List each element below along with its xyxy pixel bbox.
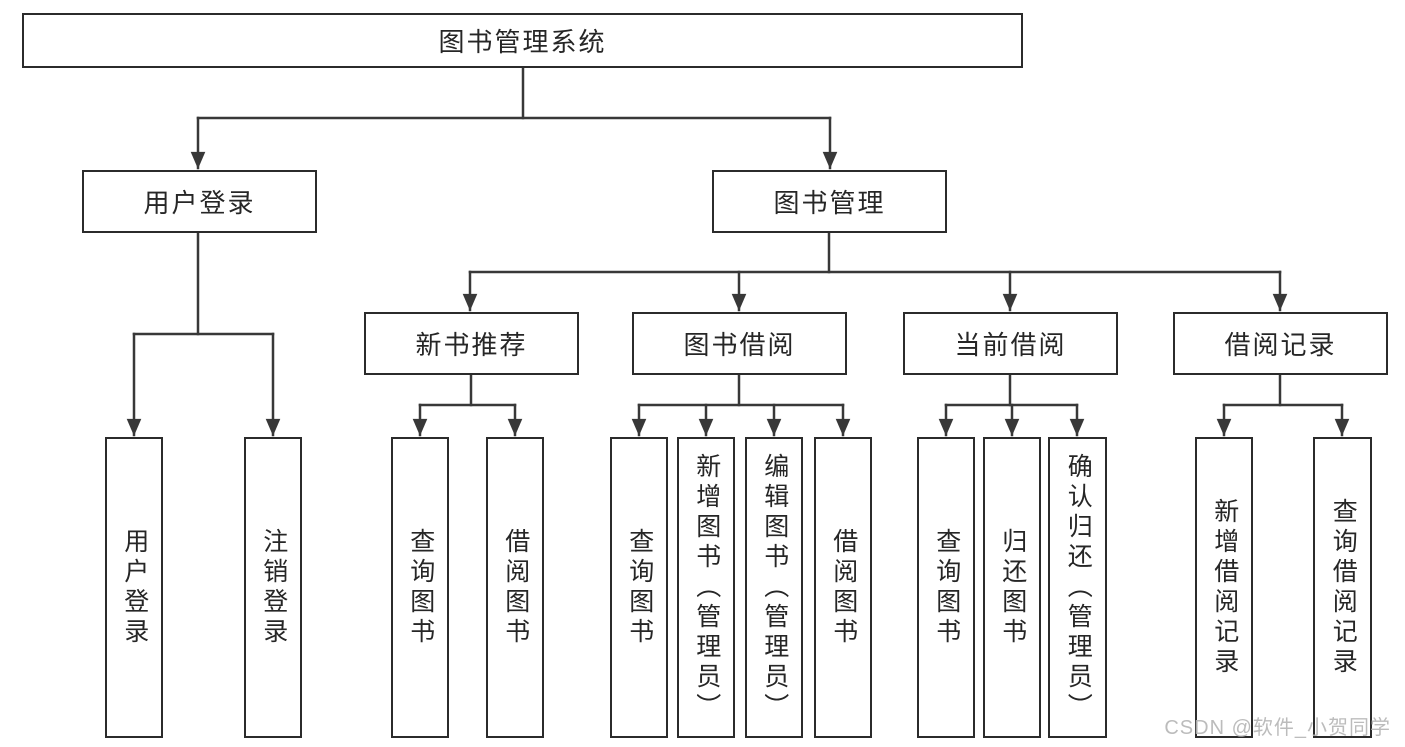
node-label: 借阅记录 xyxy=(1224,330,1337,360)
node-label: 新增图书（管理员） xyxy=(692,452,721,723)
node-label: 借阅图书 xyxy=(829,527,858,648)
node-label: 查询图书 xyxy=(406,527,435,648)
node-add-borrow-record: 新增借阅记录 xyxy=(1195,437,1253,738)
node-label: 查询图书 xyxy=(932,527,961,648)
node-label: 编辑图书（管理员） xyxy=(760,452,789,723)
node-query-borrow-record: 查询借阅记录 xyxy=(1313,437,1372,738)
node-label: 新书推荐 xyxy=(415,330,528,360)
node-label: 确认归还（管理员） xyxy=(1064,452,1093,723)
node-user-login-leaf: 用户登录 xyxy=(105,437,163,738)
node-logout-leaf: 注销登录 xyxy=(244,437,302,738)
node-borrowing-records: 借阅记录 xyxy=(1173,312,1388,375)
node-library-management-system: 图书管理系统 xyxy=(22,13,1023,68)
node-confirm-return-admin: 确认归还（管理员） xyxy=(1048,437,1107,738)
node-query-books-current: 查询图书 xyxy=(917,437,975,738)
node-label: 借阅图书 xyxy=(501,527,530,648)
node-label: 用户登录 xyxy=(143,188,256,218)
node-label: 查询借阅记录 xyxy=(1329,497,1358,678)
node-return-books: 归还图书 xyxy=(983,437,1041,738)
node-add-books-admin: 新增图书（管理员） xyxy=(677,437,735,738)
node-book-management: 图书管理 xyxy=(712,170,947,233)
node-label: 图书借阅 xyxy=(683,330,796,360)
node-label: 图书管理系统 xyxy=(438,27,607,57)
node-current-borrowing: 当前借阅 xyxy=(903,312,1118,375)
node-book-borrowing: 图书借阅 xyxy=(632,312,847,375)
node-borrow-books-borrowing: 借阅图书 xyxy=(814,437,872,738)
node-label: 当前借阅 xyxy=(954,330,1067,360)
csdn-watermark: CSDN @软件_小贺同学 xyxy=(1164,717,1391,739)
node-label: 查询图书 xyxy=(625,527,654,648)
node-label: 归还图书 xyxy=(998,527,1027,648)
node-user-login: 用户登录 xyxy=(82,170,317,233)
node-label: 图书管理 xyxy=(773,188,886,218)
node-label: 新增借阅记录 xyxy=(1210,497,1239,678)
node-new-book-recommendation: 新书推荐 xyxy=(364,312,579,375)
node-query-books-recommend: 查询图书 xyxy=(391,437,449,738)
node-borrow-books-recommend: 借阅图书 xyxy=(486,437,544,738)
node-edit-books-admin: 编辑图书（管理员） xyxy=(745,437,803,738)
node-label: 注销登录 xyxy=(259,527,288,648)
node-label: 用户登录 xyxy=(120,527,149,648)
node-query-books-borrowing: 查询图书 xyxy=(610,437,668,738)
